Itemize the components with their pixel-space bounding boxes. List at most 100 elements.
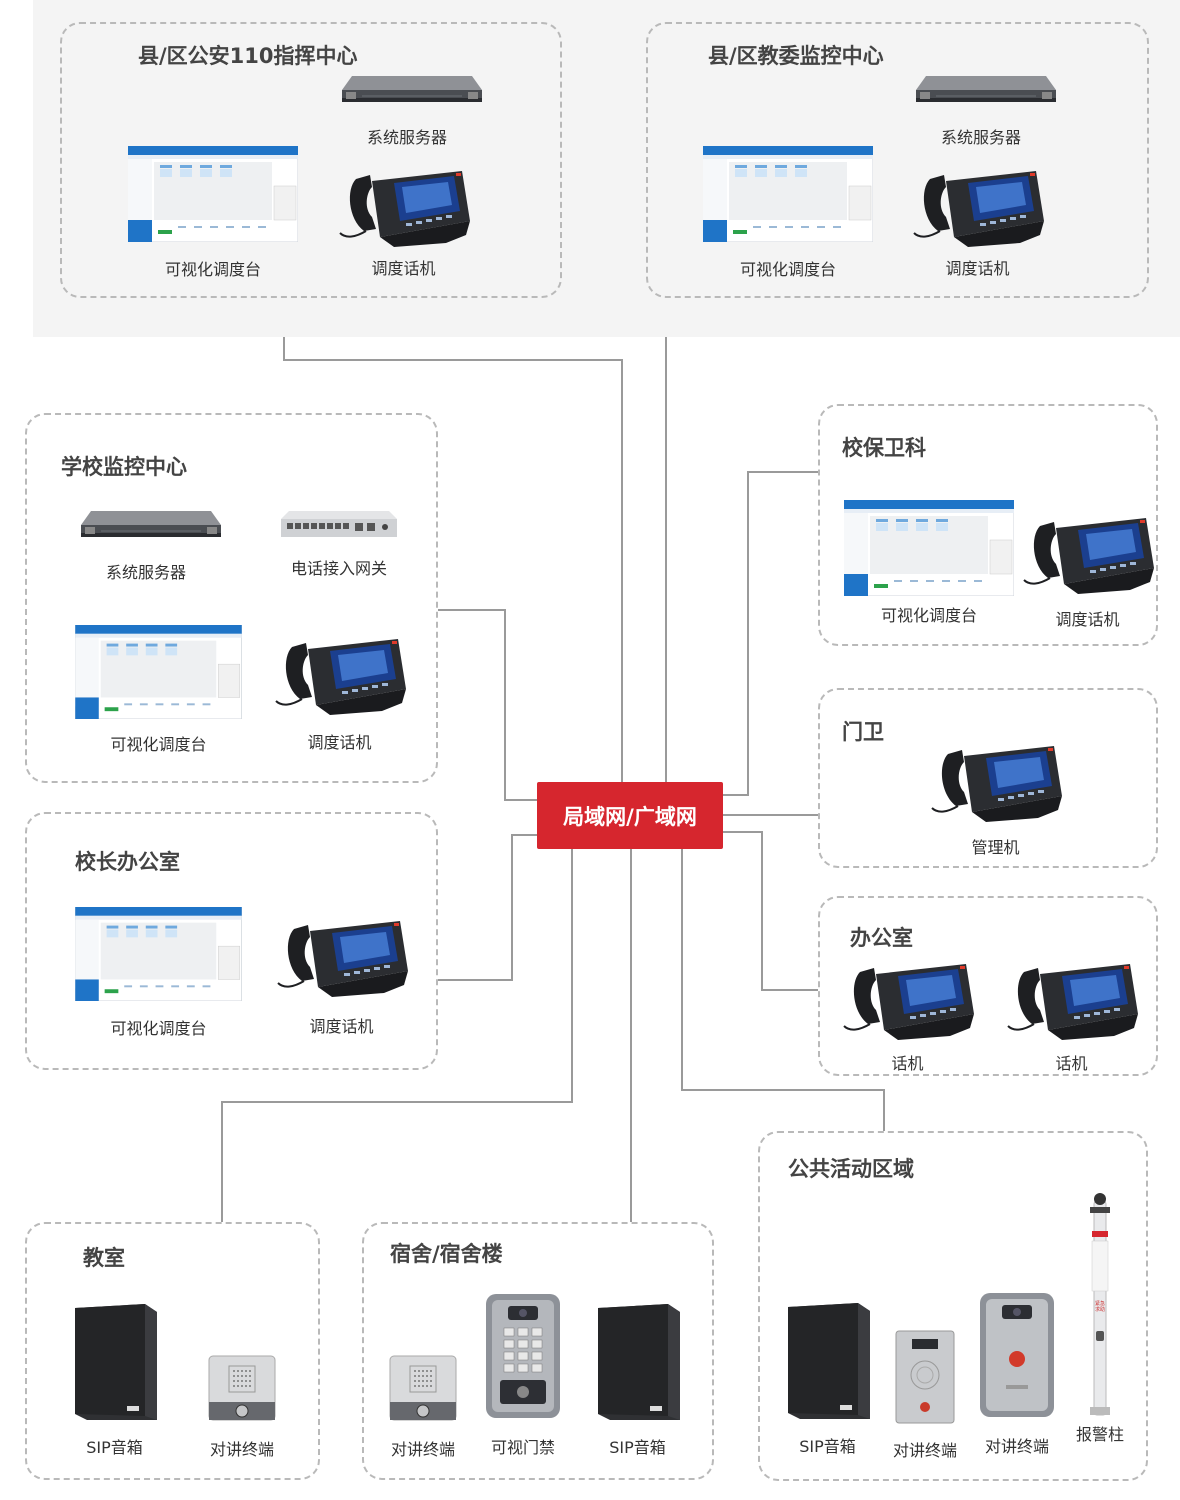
panel-title: 公共活动区域 — [788, 1157, 914, 1181]
video-phone-icon — [928, 734, 1063, 824]
link-classroom — [221, 849, 573, 1222]
panel-title: 门卫 — [842, 720, 884, 744]
link-office — [723, 831, 818, 991]
panel-title: 校保卫科 — [842, 436, 926, 460]
intercom-device: 对讲终端 — [207, 1354, 277, 1460]
speaker-device: SIP音箱 — [67, 1302, 162, 1458]
device-caption: SIP音箱 — [609, 1438, 666, 1457]
console-device: 可视化调度台 — [703, 146, 873, 280]
device-caption: 话机 — [1055, 1054, 1088, 1073]
panel-public-area: 公共活动区域 SIP音箱 对讲终端 对讲终端 紧急求助 报警柱 — [758, 1131, 1148, 1481]
pillar-sign-line: 紧急求助 — [1095, 1301, 1106, 1313]
link-school-monitor — [438, 609, 537, 801]
video-phone-icon — [840, 952, 975, 1042]
speaker-icon — [590, 1302, 685, 1422]
server-icon — [332, 68, 482, 118]
console-device: 可视化调度台 — [75, 907, 242, 1039]
device-caption: 对讲终端 — [892, 1441, 957, 1460]
speaker-icon — [780, 1301, 875, 1421]
device-caption: 报警柱 — [1075, 1425, 1124, 1444]
intercom-device-2: 对讲终端 — [976, 1289, 1058, 1457]
console-icon — [844, 500, 1014, 596]
pillar-sign: 紧急求助 — [1095, 1301, 1105, 1313]
intercom-icon — [894, 1329, 956, 1425]
console-device: 可视化调度台 — [128, 146, 298, 280]
device-caption: 可视化调度台 — [880, 606, 977, 625]
panel-title: 县/区公安110指挥中心 — [138, 44, 358, 68]
network-hub: 局域网/广域网 — [537, 782, 723, 849]
device-caption: 话机 — [891, 1054, 924, 1073]
panel-gate: 门卫 管理机 — [818, 688, 1158, 868]
panel-title: 教室 — [83, 1246, 125, 1270]
server-icon — [71, 503, 221, 553]
speaker-icon — [67, 1302, 162, 1422]
panel-title: 学校监控中心 — [61, 455, 187, 479]
panel-title: 宿舍/宿舍楼 — [390, 1242, 503, 1266]
phone-device: 管理机 — [928, 734, 1063, 858]
device-caption: 对讲终端 — [390, 1440, 455, 1459]
device-caption: 对讲终端 — [984, 1437, 1049, 1456]
door-access-device: 可视门禁 — [482, 1290, 564, 1458]
console-icon — [75, 907, 242, 1001]
phone-device: 调度话机 — [336, 159, 471, 279]
device-caption: 调度话机 — [945, 259, 1010, 278]
device-caption: SIP音箱 — [86, 1438, 143, 1457]
video-phone-icon — [274, 909, 409, 999]
device-caption: 对讲终端 — [209, 1440, 274, 1459]
panel-police-center: 县/区公安110指挥中心 系统服务器 可视化调度台 调度话机 — [60, 22, 562, 298]
speaker-device: SIP音箱 — [590, 1302, 685, 1458]
device-caption: 调度话机 — [307, 733, 372, 752]
panel-classroom: 教室 SIP音箱 对讲终端 — [25, 1222, 320, 1480]
console-device: 可视化调度台 — [844, 500, 1014, 626]
phone-device: 调度话机 — [1020, 506, 1155, 630]
panel-title: 办公室 — [850, 926, 913, 950]
panel-title: 县/区教委监控中心 — [708, 44, 884, 68]
intercom-device: 对讲终端 — [388, 1354, 458, 1460]
video-phone-icon — [336, 159, 471, 249]
panel-dorm: 宿舍/宿舍楼 对讲终端 可视门禁 SIP音箱 — [362, 1222, 714, 1480]
phone-device: 调度话机 — [274, 909, 409, 1037]
device-caption: 调度话机 — [309, 1017, 374, 1036]
panel-office: 办公室 话机 话机 — [818, 896, 1158, 1076]
gateway-device: 电话接入网关 — [279, 499, 399, 579]
console-icon — [703, 146, 873, 242]
panel-title: 校长办公室 — [75, 850, 180, 874]
intercom-device-1: 对讲终端 — [890, 1329, 960, 1461]
speaker-device: SIP音箱 — [780, 1301, 875, 1457]
phone-device: 调度话机 — [910, 159, 1045, 279]
device-caption: 可视化调度台 — [739, 260, 836, 279]
device-caption: 可视门禁 — [490, 1438, 555, 1457]
video-phone-icon — [1004, 952, 1139, 1042]
device-caption: 调度话机 — [371, 259, 436, 278]
phone-device-2: 话机 — [1004, 952, 1139, 1074]
intercom-icon — [207, 1354, 277, 1422]
link-police — [283, 337, 623, 782]
phone-device: 调度话机 — [272, 627, 407, 753]
console-icon — [128, 146, 298, 242]
device-caption: 系统服务器 — [366, 128, 447, 147]
door-access-icon — [976, 1289, 1058, 1421]
device-caption: SIP音箱 — [799, 1437, 856, 1456]
panel-security: 校保卫科 可视化调度台 调度话机 — [818, 404, 1158, 646]
alarm-pillar-device: 紧急求助 报警柱 — [1060, 1191, 1140, 1445]
video-phone-icon — [910, 159, 1045, 249]
device-caption: 可视化调度台 — [164, 260, 261, 279]
server-device: 系统服务器 — [332, 68, 482, 148]
intercom-icon — [388, 1354, 458, 1422]
link-principal — [438, 834, 537, 981]
device-caption: 管理机 — [971, 838, 1020, 857]
panel-education-center: 县/区教委监控中心 系统服务器 可视化调度台 调度话机 — [646, 22, 1149, 298]
link-security — [723, 471, 818, 796]
door-access-icon — [482, 1290, 564, 1422]
video-phone-icon — [1020, 506, 1155, 596]
device-caption: 调度话机 — [1055, 610, 1120, 629]
video-phone-icon — [272, 627, 407, 717]
panel-principal-office: 校长办公室 可视化调度台 调度话机 — [25, 812, 438, 1070]
phone-device-1: 话机 — [840, 952, 975, 1074]
server-device: 系统服务器 — [906, 68, 1056, 148]
device-caption: 可视化调度台 — [110, 735, 207, 754]
device-caption: 电话接入网关 — [290, 559, 387, 578]
console-icon — [75, 625, 242, 719]
console-device: 可视化调度台 — [75, 625, 242, 755]
